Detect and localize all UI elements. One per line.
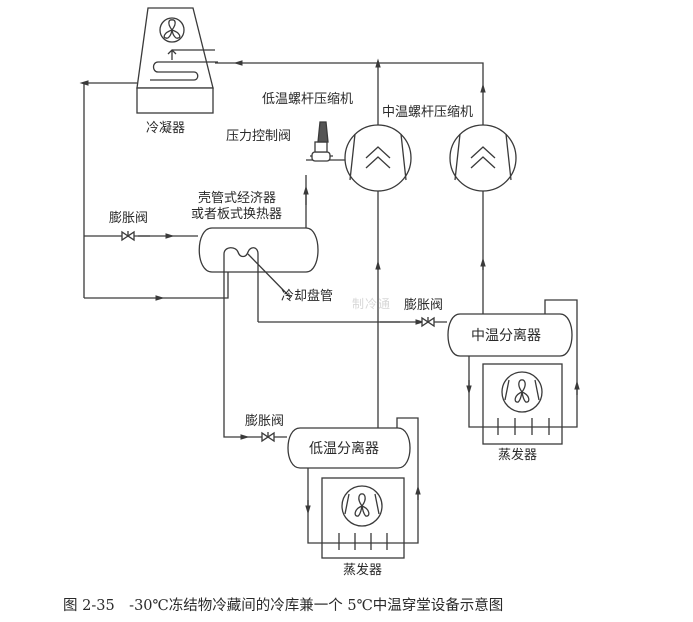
low-temp-separator bbox=[287, 427, 411, 469]
expansion-valve-2-label: 膨胀阀 bbox=[404, 298, 444, 313]
low-temp-compressor-label: 低温螺杆压缩机 bbox=[262, 92, 354, 107]
economizer-vessel bbox=[198, 227, 319, 322]
mid-temp-separator bbox=[447, 313, 573, 357]
expansion-valve-1-label: 膨胀阀 bbox=[109, 211, 149, 226]
pressure-control-valve-icon bbox=[310, 121, 333, 162]
cooling-coil-label: 冷却盘管 bbox=[281, 289, 334, 304]
economizer-label-line1: 壳管式经济器 bbox=[198, 191, 277, 206]
evaporator-bottom-label: 蒸发器 bbox=[343, 563, 383, 578]
economizer-label-line2: 或者板式换热器 bbox=[191, 207, 283, 222]
mid-temp-compressor-label: 中温螺杆压缩机 bbox=[382, 105, 474, 120]
condenser-fan-icon bbox=[159, 17, 185, 43]
figure-caption: 图 2-35 -30℃冻结物冷藏间的冷库兼一个 5℃中温穿堂设备示意图 bbox=[63, 598, 504, 614]
expansion-valve-1-icon bbox=[121, 230, 135, 242]
expansion-valve-3-icon bbox=[261, 431, 275, 443]
evaporator-right bbox=[482, 363, 563, 445]
evaporator-bottom bbox=[321, 477, 405, 559]
evaporator-right-label: 蒸发器 bbox=[498, 448, 538, 463]
low-temp-separator-label: 低温分离器 bbox=[309, 441, 379, 457]
condenser bbox=[136, 7, 218, 114]
watermark: 制冷通 bbox=[352, 297, 392, 311]
expansion-valve-3-label: 膨胀阀 bbox=[245, 414, 285, 429]
mid-temp-separator-label: 中温分离器 bbox=[471, 328, 541, 344]
condenser-label: 冷凝器 bbox=[146, 121, 186, 136]
mid-temp-compressor bbox=[449, 124, 517, 192]
low-temp-compressor bbox=[344, 124, 412, 192]
expansion-valve-2-icon bbox=[421, 316, 435, 328]
pressure-control-valve-label: 压力控制阀 bbox=[226, 129, 292, 144]
